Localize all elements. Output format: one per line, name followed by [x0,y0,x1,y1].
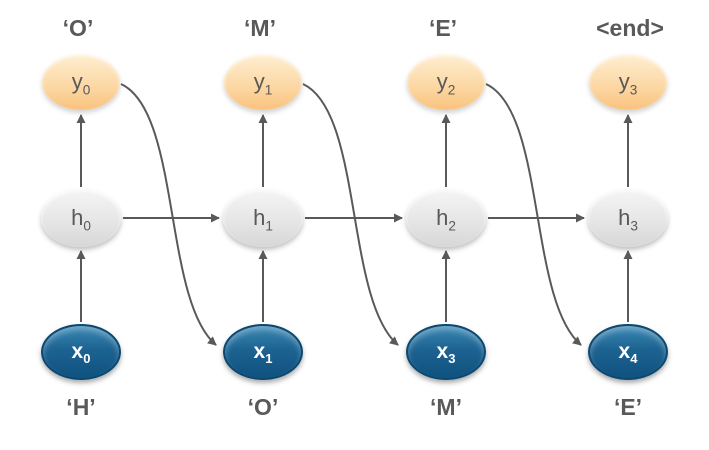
node-y3: y3 [589,54,667,110]
node-h1-label: h1 [253,205,273,234]
node-y1-label: y1 [253,69,273,98]
node-h0-label: h0 [71,205,91,234]
input-char-label-3: ‘E’ [613,394,643,420]
node-h3: h3 [588,189,668,247]
output-char-label-3: <end> [596,15,664,41]
input-char-label-2: ‘M’ [430,394,462,420]
node-y2-label: y2 [436,69,456,98]
node-h0: h0 [41,189,121,247]
output-char-label-0: ‘O’ [62,15,94,41]
node-y3-label: y3 [618,69,638,98]
node-x1: x1 [223,324,303,380]
node-y0-label: y0 [71,69,91,98]
node-h3-label: h3 [618,205,638,234]
node-h2-label: h2 [436,205,456,234]
input-char-label-0: ‘H’ [66,394,96,420]
node-x0: x0 [41,324,121,380]
node-y1: y1 [224,54,302,110]
output-char-label-1: ‘M’ [244,15,276,41]
node-x3-label: x3 [436,340,456,367]
node-h2: h2 [406,189,486,247]
node-x1-label: x1 [253,340,273,367]
node-h1: h1 [223,189,303,247]
node-x4-label: x4 [618,340,638,367]
output-char-label-2: ‘E’ [428,15,458,41]
arrow-y2-to-x4 [485,83,582,346]
arrow-y1-to-x3 [302,83,399,346]
node-y2: y2 [407,54,485,110]
node-x0-label: x0 [71,340,91,367]
node-x4: x4 [588,324,668,380]
node-y0: y0 [42,54,120,110]
arrow-y0-to-x1 [120,83,217,346]
input-char-label-1: ‘O’ [247,394,279,420]
node-x3: x3 [406,324,486,380]
